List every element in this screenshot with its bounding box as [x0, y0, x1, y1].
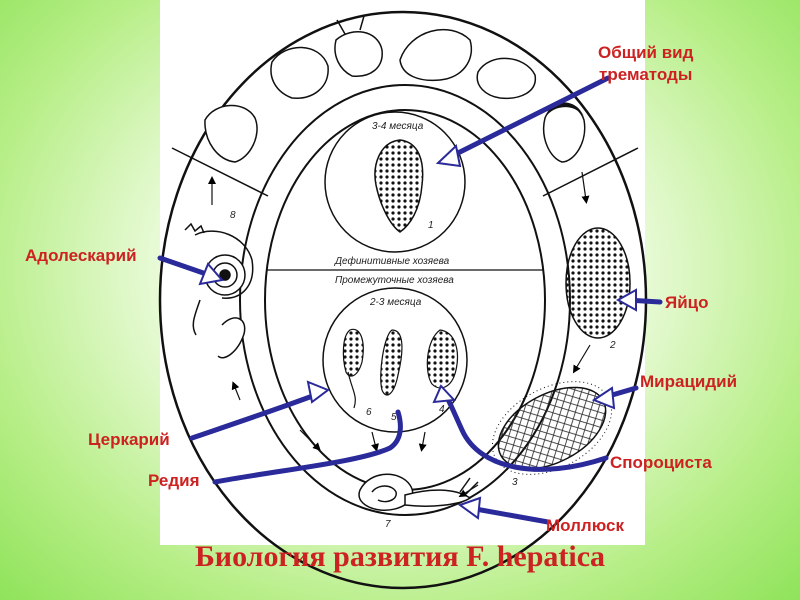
stage-number-8: 8	[230, 210, 236, 221]
label-cercaria: Церкарий	[88, 430, 170, 449]
slide-title: Биология развития F. hepatica	[194, 540, 606, 573]
definitive-hosts-label: Дефинитивные хозяева	[334, 255, 450, 267]
arrow-sporocyst	[441, 389, 609, 472]
arrow-adult	[445, 75, 611, 161]
duration-adult: 3-4 месяца	[372, 121, 424, 132]
horse-icon	[399, 28, 473, 82]
pig-icon	[476, 57, 536, 100]
arrow-cercaria	[189, 391, 321, 441]
label-adult-view-line1: Общий вид	[598, 43, 694, 62]
arrow-mollusk	[467, 505, 551, 525]
sporocyst-icon	[426, 329, 459, 389]
stage-number-3: 3	[512, 477, 518, 488]
snail-icon	[358, 473, 479, 511]
label-adolescaria: Адолескарий	[25, 246, 137, 265]
sheep-icon	[270, 46, 329, 99]
stage-number-5: 5	[391, 412, 397, 423]
redia-icon	[380, 329, 403, 396]
stage-number-7: 7	[385, 519, 391, 530]
adult-circle	[324, 111, 466, 253]
stage-number-2: 2	[609, 340, 616, 351]
label-sporocyst: Спороциста	[610, 453, 712, 472]
egg-icon	[565, 227, 631, 339]
duration-larval: 2-3 месяца	[369, 297, 422, 308]
cercaria-icon	[342, 328, 364, 377]
divider-right	[542, 147, 639, 197]
divider-left	[171, 147, 269, 197]
stage-number-4: 4	[439, 404, 445, 415]
adolescaria-icon	[184, 222, 254, 359]
arrow-redia	[212, 409, 403, 485]
goat-icon	[334, 31, 383, 77]
human-head-icon	[543, 104, 586, 163]
intermediate-hosts-label: Промежуточные хозяева	[335, 275, 454, 286]
label-egg: Яйцо	[665, 293, 709, 312]
cow-icon	[204, 104, 258, 163]
stage-number-1: 1	[428, 220, 434, 231]
label-redia: Редия	[148, 471, 200, 490]
stage-number-6: 6	[366, 407, 372, 418]
label-adult-view-line2: трематоды	[599, 65, 693, 84]
adult-fluke-icon	[374, 139, 424, 233]
larval-circle	[322, 287, 468, 433]
label-miracidium: Мирацидий	[640, 372, 738, 391]
callout-arrowheads	[198, 144, 637, 520]
label-adult-view: Общий вид трематоды	[598, 42, 693, 86]
label-mollusk: Моллюск	[546, 516, 624, 535]
cycle-arrows	[208, 171, 591, 498]
